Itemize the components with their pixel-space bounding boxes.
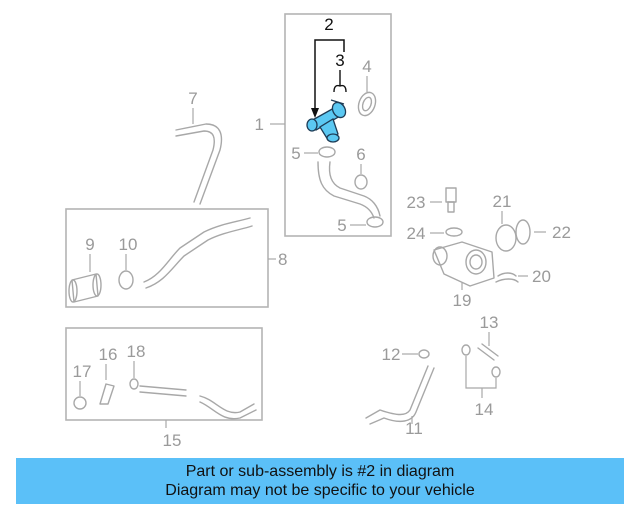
part-23-sensor	[445, 187, 457, 213]
callout-19: 19	[453, 291, 472, 310]
part-5-clamp-b	[366, 216, 384, 228]
info-banner: Part or sub-assembly is #2 in diagram Di…	[16, 458, 624, 504]
callout-18: 18	[127, 342, 146, 361]
callout-5a: 5	[291, 144, 300, 163]
part-22-gasket	[515, 219, 531, 245]
part-18-clamp	[129, 378, 139, 390]
callout-11: 11	[405, 419, 423, 438]
callout-16: 16	[99, 345, 118, 364]
part-11-pipe	[365, 365, 435, 425]
callout-3: 3	[335, 51, 344, 70]
callout-14: 14	[475, 400, 494, 419]
part-24-o-ring	[445, 227, 463, 237]
part-6-clamp	[354, 174, 368, 190]
part-5-clamp-a	[318, 146, 336, 158]
part-9-thermostat-housing	[68, 273, 102, 303]
part-19-thermostat-housing	[432, 241, 495, 287]
part-2-water-outlet[interactable]	[306, 99, 348, 143]
callout-7: 7	[188, 89, 197, 108]
assembly-box-8	[65, 208, 269, 308]
callout-13: 13	[480, 313, 499, 332]
callout-2: 2	[324, 15, 333, 34]
callout-17: 17	[73, 362, 92, 381]
callout-24: 24	[407, 224, 426, 243]
callout-1: 1	[255, 115, 264, 134]
part-4-gasket	[357, 91, 377, 117]
callout-10: 10	[119, 235, 138, 254]
callout-23: 23	[407, 193, 426, 212]
callout-4: 4	[362, 57, 371, 76]
part-14-clamp-b	[491, 366, 501, 378]
callout-2-bracket	[314, 39, 345, 114]
part-14-clamp-a	[461, 344, 471, 356]
callout-20: 20	[532, 267, 551, 286]
callout-21: 21	[493, 192, 512, 211]
assembly-box-15	[65, 327, 263, 421]
banner-line-1: Part or sub-assembly is #2 in diagram	[185, 463, 455, 480]
callout-9: 9	[85, 235, 94, 254]
part-1-hose	[317, 161, 381, 219]
callout-6: 6	[356, 145, 365, 164]
part-15-pipe	[139, 385, 257, 420]
callout-5b: 5	[337, 216, 346, 235]
assembly-box-1	[284, 13, 392, 237]
part-12-clamp	[418, 349, 430, 359]
part-16-fitting	[99, 383, 115, 405]
part-13-hose	[477, 343, 499, 361]
part-8-hose	[143, 217, 253, 289]
callout-8: 8	[278, 250, 287, 269]
part-20-clip	[495, 272, 519, 283]
part-7-pipe	[175, 123, 223, 205]
part-17-clamp	[73, 396, 87, 410]
part-21-thermostat	[495, 224, 517, 252]
callout-15: 15	[163, 431, 182, 450]
banner-line-2: Diagram may not be specific to your vehi…	[165, 482, 475, 499]
part-10-clamp	[118, 270, 134, 290]
callout-22: 22	[552, 223, 571, 242]
callout-12: 12	[382, 345, 401, 364]
